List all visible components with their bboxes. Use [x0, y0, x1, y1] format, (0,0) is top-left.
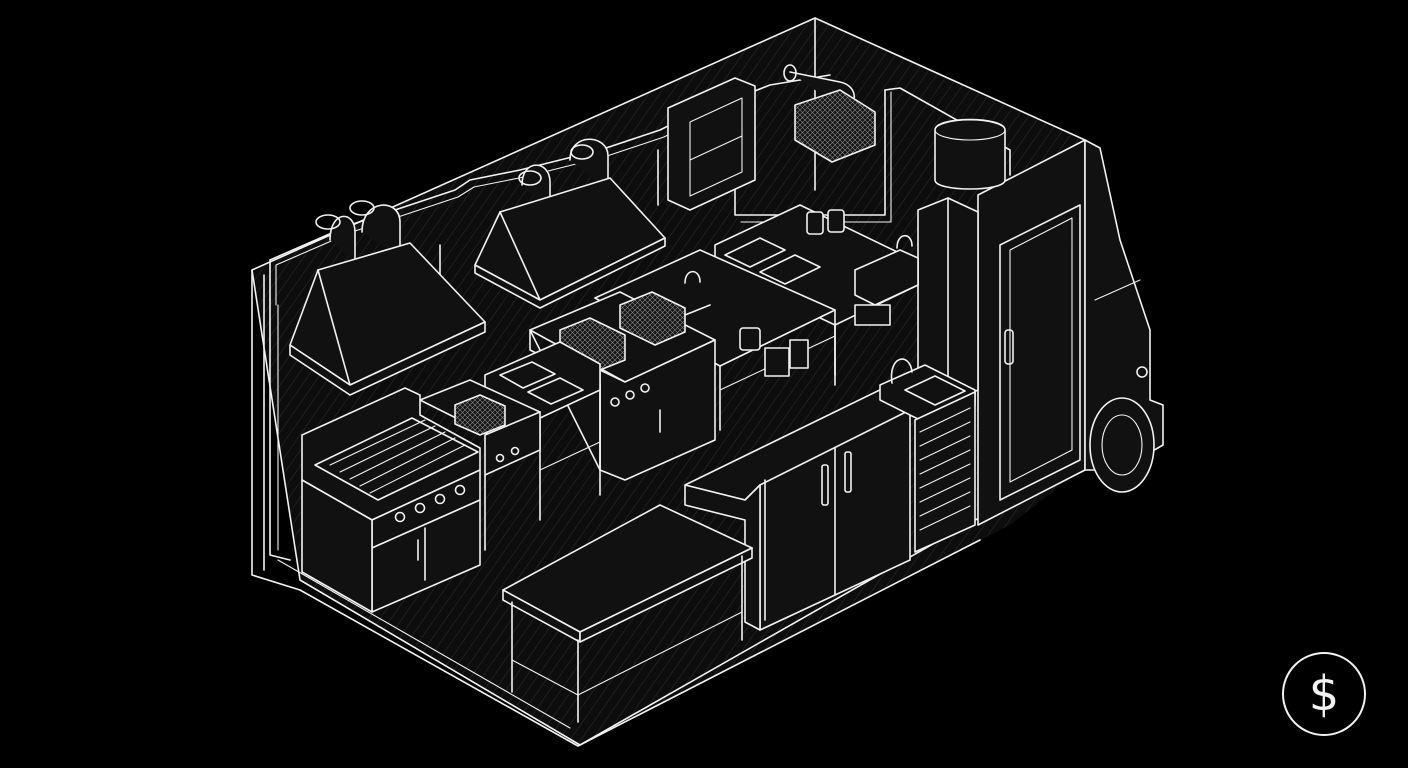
cup-2 — [827, 209, 845, 233]
small-fryer-knob-2[interactable] — [510, 446, 520, 456]
vent-cabinet — [914, 391, 976, 553]
vent-slat-8 — [919, 505, 971, 531]
exhaust-hood-left — [289, 200, 486, 396]
vent-slat-5 — [919, 463, 971, 489]
hanging-basket — [783, 64, 876, 163]
wall-cabinet-shelf — [689, 135, 743, 161]
truck-cab — [977, 139, 1164, 526]
price-badge[interactable]: $ — [1282, 652, 1366, 736]
prep-table-edge-side — [579, 547, 753, 643]
cab-windshield-line — [1094, 279, 1141, 301]
prep-table-shelf-side — [577, 611, 743, 696]
main-pipe-inner — [275, 126, 685, 306]
pipe-right-run — [884, 87, 1011, 176]
front-sink-faucet[interactable] — [890, 358, 913, 384]
prep-canister — [739, 327, 761, 351]
small-fryer — [419, 379, 541, 551]
prep-table-shelf-front — [511, 659, 579, 696]
wall-cabinet-opening — [689, 97, 743, 197]
left-wall-edge — [251, 269, 301, 591]
griddle-line-3 — [349, 431, 446, 480]
floor-front-edge — [299, 539, 981, 747]
vent-slat-1 — [919, 407, 971, 433]
vent-slat-4 — [919, 449, 971, 475]
range-knob-2[interactable] — [414, 502, 426, 514]
steam-well-1 — [499, 361, 556, 389]
cab-door — [999, 204, 1081, 501]
prep-bin-1 — [764, 347, 790, 377]
duct-3-cap — [518, 170, 542, 186]
wall-cabinet — [667, 77, 756, 211]
headlight — [1136, 366, 1148, 378]
vent-slat-7 — [919, 491, 971, 517]
under-sink-shelf — [854, 304, 891, 326]
back-well-1 — [724, 237, 786, 268]
griddle-plate — [314, 417, 479, 501]
prep-faucet[interactable] — [684, 270, 701, 284]
griddle-range — [301, 387, 481, 613]
exhaust-duct-2 — [361, 204, 401, 259]
front-fridge-handle-2[interactable] — [844, 451, 852, 493]
duct-4-cap — [570, 144, 594, 160]
range-knob-4[interactable] — [454, 484, 466, 496]
griddle-line-2 — [339, 425, 436, 473]
vent-slat-2 — [919, 421, 971, 447]
fryer-basket-handle[interactable] — [684, 304, 711, 316]
front-wheel — [1089, 397, 1155, 493]
left-vertical-pipe — [269, 299, 291, 561]
range-knob-3[interactable] — [434, 493, 446, 505]
cab-door-window — [1009, 217, 1073, 483]
hood-center-lip — [474, 237, 666, 309]
fryer-basket-2[interactable] — [619, 291, 686, 346]
steam-table-shelf — [539, 441, 601, 471]
hood-center-edge — [499, 211, 541, 301]
prep-table — [502, 504, 753, 723]
fryer-knob-2[interactable] — [625, 390, 635, 400]
back-sink-faucet[interactable] — [896, 234, 913, 249]
small-fryer-basket[interactable] — [454, 394, 506, 436]
small-fryer-knob-1[interactable] — [495, 453, 505, 463]
hood-left-lip — [289, 321, 486, 396]
back-counter — [714, 204, 919, 386]
tank-top — [934, 119, 1006, 141]
back-sink-basin — [854, 249, 919, 306]
range-side — [301, 479, 373, 613]
cab-door-handle[interactable] — [1004, 329, 1014, 365]
griddle-line-1 — [329, 419, 426, 466]
vent-slat-6 — [919, 477, 971, 503]
tank-cylinder — [934, 118, 1006, 190]
vent-slat-3 — [919, 435, 971, 461]
duct-1-cap — [315, 214, 341, 230]
griddle-line-5 — [369, 444, 466, 494]
floor-inner-edge — [277, 559, 571, 729]
hood-left-edge — [317, 269, 351, 386]
front-sink — [879, 358, 976, 553]
front-fridge-handle-1[interactable] — [821, 464, 829, 506]
front-counter — [684, 384, 911, 631]
duct-2-cap — [349, 200, 375, 216]
water-tank — [934, 118, 1006, 190]
basket-duct-cap — [783, 64, 797, 82]
back-well-2 — [759, 254, 821, 285]
fryer-knob-3[interactable] — [640, 383, 650, 393]
front-wheel-hub — [1101, 414, 1143, 476]
steam-well-2 — [527, 377, 584, 405]
small-fryer-front — [484, 411, 541, 476]
wall-basket — [794, 89, 876, 163]
exhaust-hood-center — [474, 138, 666, 309]
griddle-line-4 — [359, 437, 456, 487]
front-sink-basin — [904, 375, 966, 406]
range-knob-1[interactable] — [394, 511, 406, 523]
cup-1 — [806, 211, 824, 235]
dollar-sign-icon: $ — [1308, 666, 1340, 722]
fryer-knob-1[interactable] — [610, 397, 620, 407]
prep-bin-2 — [789, 339, 809, 369]
